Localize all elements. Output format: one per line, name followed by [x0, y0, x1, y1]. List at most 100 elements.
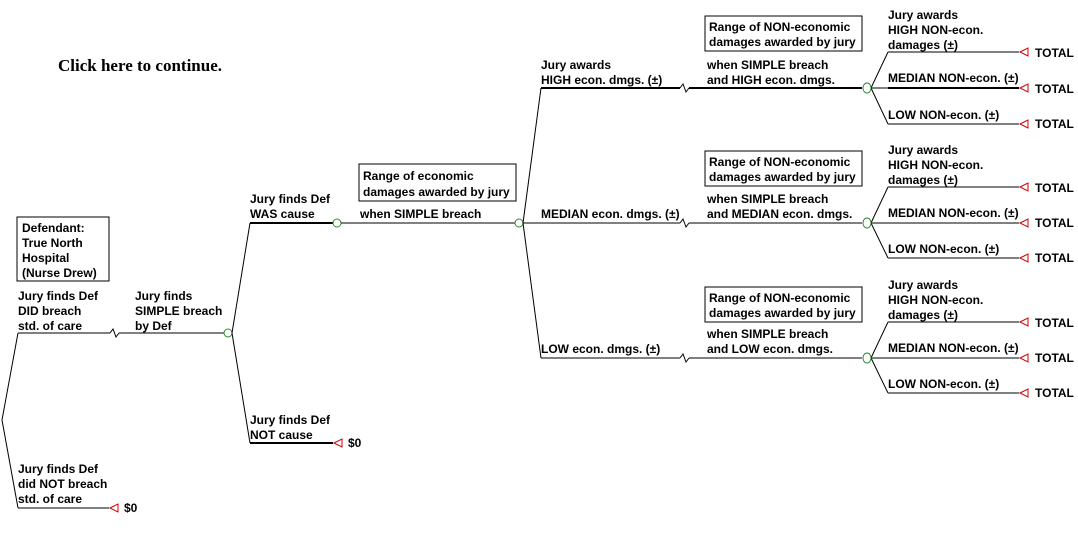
chance-node-was-cause[interactable]: [332, 218, 342, 228]
subtree-low: Jury awards HIGH NON-econ. damages (±) M…: [870, 278, 1019, 394]
high-nonecon-high-line1: Jury awards: [888, 8, 958, 22]
branch-econ-high: Jury awards HIGH econ. dmgs. (±) when SI…: [541, 58, 862, 94]
chance-node-econ[interactable]: [514, 218, 524, 228]
when-high-line2: and HIGH econ. dmgs.: [707, 73, 835, 87]
chance-node-nonecon-median[interactable]: [862, 217, 872, 229]
high-nonecon-high-line2: HIGH NON-econ.: [888, 23, 983, 37]
terminal-node-no-breach[interactable]: [108, 503, 119, 513]
terminal-node-not-cause[interactable]: [332, 438, 343, 448]
simple-breach-line1: Jury finds: [135, 289, 193, 303]
defendant-line2: True North: [22, 236, 83, 250]
low-nonecon-high-line2: HIGH NON-econ.: [888, 293, 983, 307]
breach-label-line2: DID breach: [18, 304, 81, 318]
econ-box-line1: Range of economic: [363, 169, 474, 183]
connector-was-cause: [231, 222, 251, 334]
was-cause-line2: WAS cause: [250, 207, 315, 221]
total-label: TOTAL: [1035, 386, 1074, 400]
subtree-median: Jury awards HIGH NON-econ. damages (±) M…: [870, 143, 1019, 259]
defendant-box: Defendant: True North Hospital (Nurse Dr…: [16, 216, 110, 282]
nonecon-box-median-line1: Range of NON-economic: [709, 155, 851, 169]
nonecon-box-low-line1: Range of NON-economic: [709, 291, 851, 305]
econ-median-label: MEDIAN econ. dmgs. (±): [541, 207, 680, 221]
median-nonecon-high-line3: damages (±): [888, 173, 958, 187]
connector-econ-low: [522, 222, 542, 359]
no-breach-line2: did NOT breach: [18, 477, 107, 491]
defendant-line4: (Nurse Drew): [22, 266, 97, 280]
simple-breach-line2: SIMPLE breach: [135, 304, 222, 318]
high-nonecon-median: MEDIAN NON-econ. (±): [888, 71, 1019, 85]
no-breach-payoff: $0: [124, 501, 138, 515]
breach-label-line3: std. of care: [18, 319, 82, 333]
total-label: TOTAL: [1035, 117, 1074, 131]
econ-low-label: LOW econ. dmgs. (±): [541, 342, 660, 356]
not-cause-payoff: $0: [348, 436, 362, 450]
total-label: TOTAL: [1035, 251, 1074, 265]
branch-econ-median: MEDIAN econ. dmgs. (±) when SIMPLE breac…: [541, 192, 862, 229]
median-nonecon-high-line1: Jury awards: [888, 143, 958, 157]
total-label: TOTAL: [1035, 181, 1074, 195]
when-low-line2: and LOW econ. dmgs.: [707, 342, 833, 356]
branch-did-breach: Jury finds Def DID breach std. of care J…: [18, 289, 224, 339]
median-nonecon-high-line2: HIGH NON-econ.: [888, 158, 983, 172]
nonecon-box-high: Range of NON-economic damages awarded by…: [704, 15, 863, 52]
low-nonecon-low: LOW NON-econ. (±): [888, 377, 999, 391]
terminal-node[interactable]: [1018, 388, 1029, 398]
total-label: TOTAL: [1035, 46, 1074, 60]
low-nonecon-high-line3: damages (±): [888, 308, 958, 322]
terminal-node[interactable]: [1018, 218, 1029, 228]
econ-box-line2: damages awarded by jury: [363, 185, 510, 199]
total-label: TOTAL: [1035, 216, 1074, 230]
terminal-node[interactable]: [1018, 182, 1029, 192]
total-label: TOTAL: [1035, 82, 1074, 96]
breach-label-line1: Jury finds Def: [18, 289, 99, 303]
branch-no-breach: Jury finds Def did NOT breach std. of ca…: [18, 462, 138, 515]
when-low-line1: when SIMPLE breach: [706, 327, 828, 341]
terminal-node[interactable]: [1018, 353, 1029, 363]
terminal-node[interactable]: [1018, 47, 1029, 57]
total-label: TOTAL: [1035, 351, 1074, 365]
defendant-line1: Defendant:: [22, 221, 85, 235]
defendant-line3: Hospital: [22, 251, 69, 265]
low-nonecon-high-line1: Jury awards: [888, 278, 958, 292]
nonecon-box-low-line2: damages awarded by jury: [709, 306, 856, 320]
when-high-line1: when SIMPLE breach: [706, 58, 828, 72]
nonecon-box-low: Range of NON-economic damages awarded by…: [704, 286, 863, 323]
econ-high-line2: HIGH econ. dmgs. (±): [541, 73, 662, 87]
root-connectors: [1, 332, 19, 509]
chance-node-nonecon-high[interactable]: [862, 82, 872, 94]
terminal-node[interactable]: [1018, 83, 1029, 93]
chance-node-causation[interactable]: [223, 328, 233, 338]
was-cause-line1: Jury finds Def: [250, 192, 331, 206]
terminal-node[interactable]: [1018, 119, 1029, 129]
nonecon-box-median: Range of NON-economic damages awarded by…: [704, 150, 863, 187]
continue-link[interactable]: Click here to continue.: [58, 56, 222, 75]
total-label: TOTAL: [1035, 316, 1074, 330]
simple-breach-line3: by Def: [135, 319, 173, 333]
nonecon-box-high-line2: damages awarded by jury: [709, 35, 856, 49]
branch-not-cause: Jury finds Def NOT cause $0: [250, 413, 362, 450]
median-nonecon-median: MEDIAN NON-econ. (±): [888, 206, 1019, 220]
econ-range-box: Range of economic damages awarded by jur…: [358, 163, 517, 202]
connector-econ-high: [522, 87, 542, 224]
connector-not-cause: [231, 332, 251, 444]
nonecon-box-high-line1: Range of NON-economic: [709, 20, 851, 34]
chance-node-nonecon-low[interactable]: [862, 352, 872, 364]
not-cause-line1: Jury finds Def: [250, 413, 331, 427]
branch-econ-low: LOW econ. dmgs. (±) when SIMPLE breach a…: [541, 327, 862, 364]
econ-high-line1: Jury awards: [541, 58, 611, 72]
when-median-line1: when SIMPLE breach: [706, 192, 828, 206]
subtree-high: Jury awards HIGH NON-econ. damages (±) M…: [870, 8, 1019, 125]
branch-was-cause: Jury finds Def WAS cause: [250, 192, 333, 224]
terminal-node[interactable]: [1018, 317, 1029, 327]
high-nonecon-low: LOW NON-econ. (±): [888, 108, 999, 122]
terminal-node[interactable]: [1018, 253, 1029, 263]
no-breach-line1: Jury finds Def: [18, 462, 99, 476]
not-cause-line2: NOT cause: [250, 428, 313, 442]
nonecon-box-median-line2: damages awarded by jury: [709, 170, 856, 184]
median-nonecon-low: LOW NON-econ. (±): [888, 242, 999, 256]
no-breach-line3: std. of care: [18, 492, 82, 506]
high-nonecon-high-line3: damages (±): [888, 38, 958, 52]
low-nonecon-median: MEDIAN NON-econ. (±): [888, 341, 1019, 355]
